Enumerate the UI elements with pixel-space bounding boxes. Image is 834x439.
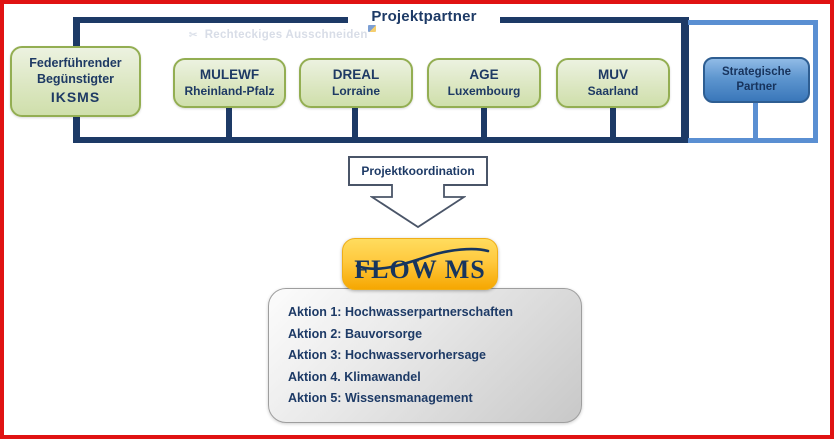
connector-strategic [753, 101, 758, 139]
action-item: Aktion 2: Bauvorsorge [288, 326, 423, 341]
wave-icon [355, 247, 490, 271]
partner-box-age: AGE Luxembourg [427, 58, 541, 108]
partner-region: Saarland [587, 83, 639, 98]
partner-name: AGE [469, 67, 499, 83]
strategic-bracket-bottom-line [688, 138, 818, 143]
snip-watermark: ✂ Rechteckiges Ausschneiden [189, 29, 368, 41]
partner-name: DREAL [332, 67, 380, 83]
snip-badge-icon [368, 25, 376, 32]
bracket-bottom-line [73, 137, 689, 143]
connector-dreal [352, 105, 358, 139]
projektpartner-title: Projektpartner [371, 8, 477, 25]
bracket-top-left-line [74, 17, 348, 23]
lead-line3: IKSMS [50, 89, 101, 106]
partner-name: MUV [598, 67, 628, 83]
action-item: Aktion 4. Klimawandel [288, 369, 421, 384]
bracket-top-right-line [500, 17, 688, 23]
strategic-bracket-right-line [813, 20, 818, 143]
strategic-bracket-top-line [688, 20, 818, 25]
partner-box-mulewf: MULEWF Rheinland-Pfalz [173, 58, 286, 108]
action-item: Aktion 1: Hochwasserpartnerschaften [288, 305, 514, 319]
lead-line1: Federführender [29, 56, 122, 71]
flow-ms-logo: FLOW MS [342, 238, 498, 290]
action-item: Aktion 5: Wissensmanagement [288, 391, 473, 405]
partner-name: MULEWF [199, 67, 260, 83]
partner-box-dreal: DREAL Lorraine [299, 58, 413, 108]
snip-watermark-label: Rechteckiges Ausschneiden [204, 29, 368, 41]
strategic-partner-box: Strategische Partner [703, 57, 810, 103]
partner-region: Rheinland-Pfalz [184, 83, 275, 98]
lead-line2: Begünstigter [36, 71, 115, 86]
down-arrow-icon [370, 184, 466, 229]
scissors-icon: ✂ [189, 29, 198, 41]
connector-mulewf [226, 105, 232, 139]
coordination-box: Projektkoordination [348, 156, 488, 186]
strategic-line1: Strategische [721, 66, 792, 79]
bracket-right-connector [681, 17, 689, 143]
action-item: Aktion 3: Hochwasservorhersage [288, 348, 486, 362]
connector-age [481, 105, 487, 139]
partner-box-iksms: Federführender Begünstigter IKSMS [10, 46, 141, 117]
actions-panel: Aktion 1: Hochwasserpartnerschaften Akti… [268, 288, 582, 423]
partner-box-muv: MUV Saarland [556, 58, 670, 108]
coordination-label: Projektkoordination [361, 164, 475, 178]
strategic-line2: Partner [736, 81, 777, 93]
partner-region: Luxembourg [447, 83, 521, 98]
connector-muv [610, 105, 616, 139]
partner-region: Lorraine [331, 83, 380, 98]
